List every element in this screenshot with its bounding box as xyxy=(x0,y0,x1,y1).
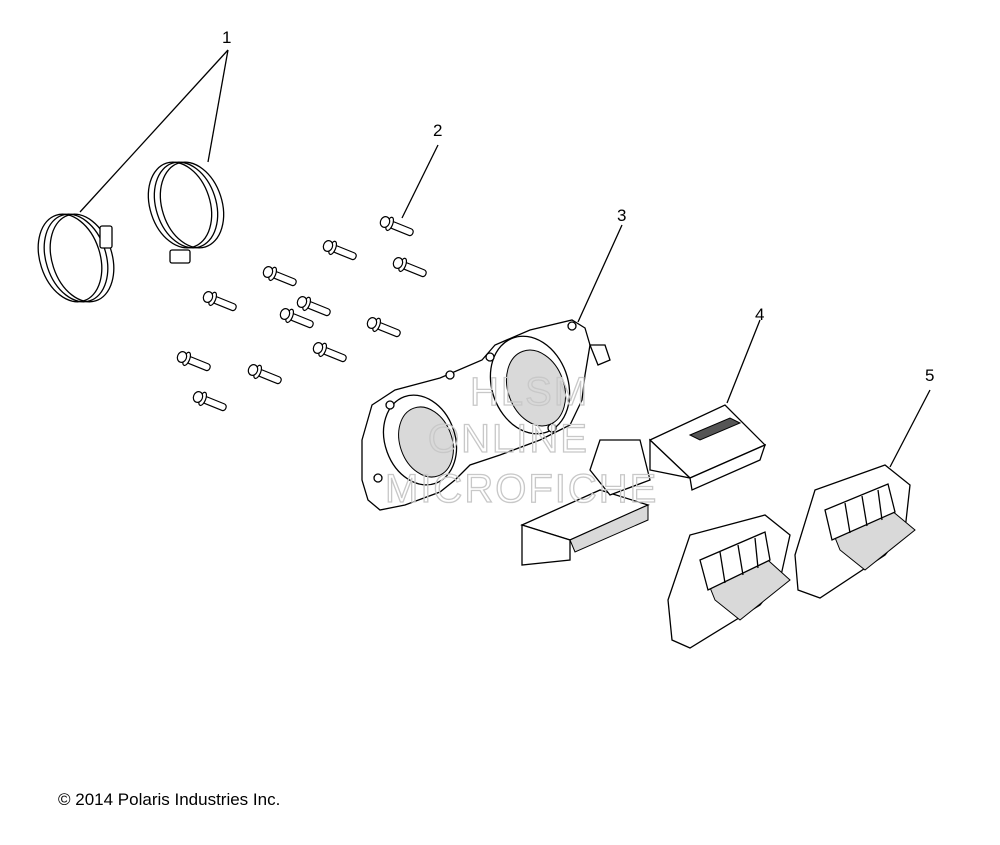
watermark: HLSM ONLINE MICROFICHE xyxy=(384,369,658,511)
clamp-right xyxy=(147,161,225,264)
reed-cage-right xyxy=(794,464,916,599)
screw xyxy=(379,216,414,237)
screw xyxy=(176,351,211,372)
screw xyxy=(312,342,347,363)
adapter-plate xyxy=(361,319,611,511)
screw xyxy=(247,364,282,385)
callout-2: 2 xyxy=(433,121,442,140)
callout-5: 5 xyxy=(925,366,934,385)
screw xyxy=(202,291,237,312)
callout-4: 4 xyxy=(755,305,764,324)
reed-stuffer-rear xyxy=(648,404,767,491)
screw xyxy=(296,296,331,317)
screw xyxy=(392,257,427,278)
callout-1: 1 xyxy=(222,28,231,47)
reed-cage-left xyxy=(667,514,791,649)
screw xyxy=(322,240,357,261)
reed-stuffer-front xyxy=(520,439,651,566)
leader-lines xyxy=(79,49,931,468)
watermark-line-2: ONLINE xyxy=(428,417,589,461)
copyright-notice: © 2014 Polaris Industries Inc. xyxy=(58,790,281,809)
callout-3: 3 xyxy=(617,206,626,225)
screw xyxy=(262,266,297,287)
screw xyxy=(366,317,401,338)
screw-group xyxy=(176,216,427,412)
screw xyxy=(192,391,227,412)
clamp-left xyxy=(37,213,115,303)
screw xyxy=(279,308,314,329)
watermark-line-1: HLSM xyxy=(470,370,589,414)
watermark-line-3: MICROFICHE xyxy=(385,467,658,511)
